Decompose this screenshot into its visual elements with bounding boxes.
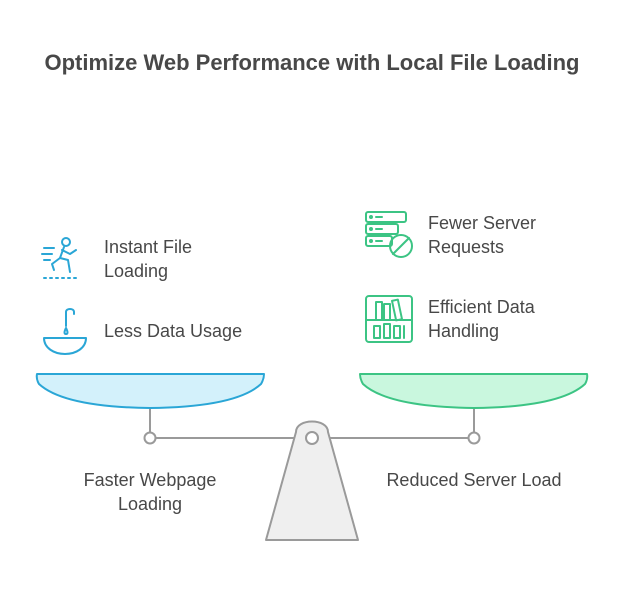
right-item-label: Fewer Server Requests (428, 213, 537, 257)
left-item-label: Instant File Loading (104, 237, 193, 281)
bowl-faucet-icon (43, 308, 87, 355)
left-pan (35, 373, 265, 409)
right-pivot (467, 431, 481, 445)
scale-fulcrum (265, 420, 359, 541)
server-blocked-icon (365, 211, 413, 258)
right-item-label: Efficient Data Handling (428, 297, 535, 341)
fulcrum-pivot (305, 431, 319, 445)
left-item-label: Less Data Usage (104, 321, 243, 341)
running-person-icon (41, 237, 77, 279)
right-pan-label: Reduced Server Load (386, 470, 562, 490)
right-item-fewer-server-requests: Fewer Server Requests (364, 210, 568, 260)
left-item-instant-file-loading: Instant File Loading (40, 234, 214, 284)
left-pan-label: Faster Webpage Loading (83, 470, 217, 514)
right-item-efficient-data-handling: Efficient Data Handling (364, 294, 568, 344)
right-pan (359, 373, 589, 409)
left-item-less-data-usage: Less Data Usage (40, 306, 274, 356)
data-shelf-icon (365, 295, 413, 343)
left-pivot (143, 431, 157, 445)
page-title: Optimize Web Performance with Local File… (44, 50, 580, 75)
